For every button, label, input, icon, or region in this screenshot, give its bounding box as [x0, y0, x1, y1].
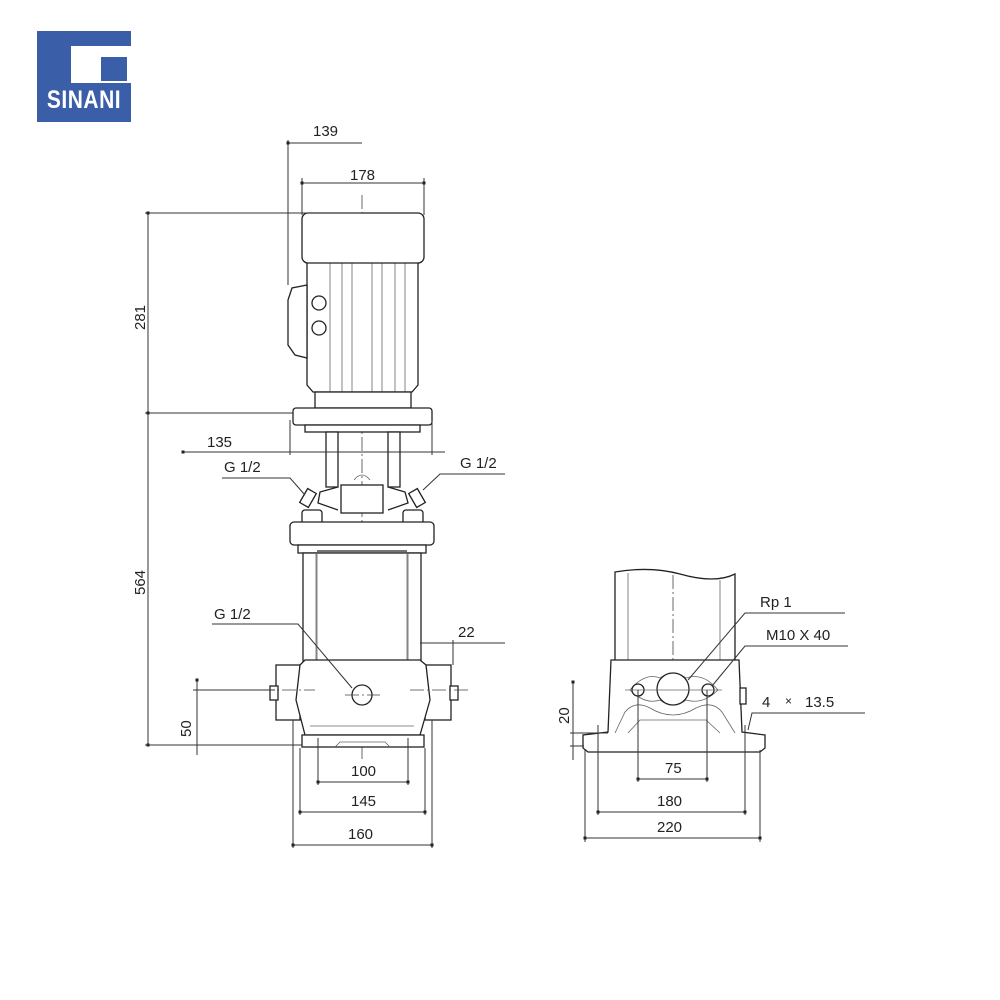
label-rp1: Rp 1 — [760, 594, 792, 611]
dim-281: 281 — [132, 305, 149, 330]
vent-plug-right — [407, 487, 427, 509]
dim-564: 564 — [132, 570, 149, 595]
dim-139: 139 — [313, 123, 338, 140]
coupling — [298, 431, 427, 525]
rp1-port — [656, 672, 690, 706]
side-view: Rp 1 M10 X 40 4 × 13.5 20 75 180 220 — [556, 568, 865, 842]
pump-head — [289, 521, 435, 546]
label-m10x40: M10 X 40 — [766, 627, 830, 644]
label-port-left: G 1/2 — [224, 459, 261, 476]
label-drain: G 1/2 — [214, 606, 251, 623]
label-holes-x: × — [785, 694, 792, 708]
side-dimension-lines — [570, 612, 865, 842]
side-column — [614, 568, 736, 660]
dim-180: 180 — [657, 793, 682, 810]
dimension-lines — [145, 140, 505, 848]
dim-50: 50 — [178, 720, 195, 737]
dim-22: 22 — [458, 624, 475, 641]
dim-75: 75 — [665, 760, 682, 777]
pump-base — [260, 659, 468, 748]
sinani-logo: SINANI — [37, 31, 131, 122]
side-base — [582, 659, 766, 753]
dim-160: 160 — [348, 826, 373, 843]
label-holes-count: 4 — [762, 694, 770, 711]
coupling-guard — [340, 484, 384, 514]
dim-100: 100 — [351, 763, 376, 780]
dim-145: 145 — [351, 793, 376, 810]
terminal-box — [287, 284, 308, 359]
label-holes-size: 13.5 — [805, 694, 834, 711]
vent-plug-left — [298, 487, 318, 509]
dim-220: 220 — [657, 819, 682, 836]
dim-178: 178 — [350, 167, 375, 184]
motor — [287, 212, 433, 433]
label-port-right: G 1/2 — [460, 455, 497, 472]
dim-135: 135 — [207, 434, 232, 451]
front-view: 139 178 281 564 135 G 1/2 G 1/2 G 1/2 22… — [132, 123, 505, 848]
dim-20: 20 — [556, 707, 573, 724]
logo-text: SINANI — [46, 86, 122, 115]
pump-chamber — [302, 550, 422, 662]
